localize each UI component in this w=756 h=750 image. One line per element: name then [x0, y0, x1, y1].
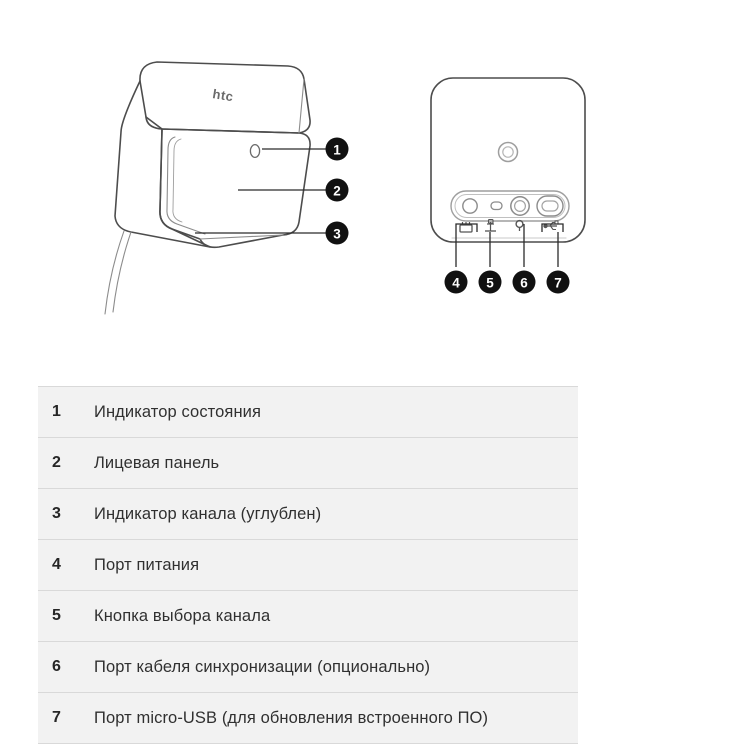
callout-badge-7: 7	[546, 270, 570, 294]
callout-badge-5: 5	[478, 270, 502, 294]
callout-badge-4: 4	[444, 270, 468, 294]
port-tray	[450, 190, 570, 222]
callout-badge-7-label: 7	[554, 276, 562, 291]
callout-badge-2-label: 2	[333, 184, 341, 199]
row-label: Порт micro-USB (для обновления встроенно…	[94, 692, 578, 744]
micro-usb-port-outer	[536, 195, 564, 217]
callout-badge-1: 1	[325, 137, 349, 161]
callout-badge-2: 2	[325, 178, 349, 202]
front-panel-bottom-seam	[199, 234, 284, 240]
row-number: 7	[38, 692, 94, 744]
svg-text:htc: htc	[212, 86, 235, 104]
row-number: 5	[38, 590, 94, 642]
left-device-drawing	[104, 61, 311, 315]
sync-port-icon	[515, 219, 524, 231]
table-row: 1 Индикатор состояния	[38, 386, 578, 438]
htc-logo: htc	[212, 86, 235, 104]
row-label: Кнопка выбора канала	[94, 590, 578, 642]
row-label: Порт питания	[94, 539, 578, 591]
row-number: 3	[38, 488, 94, 540]
right-callout-leaders	[455, 223, 564, 267]
callout-badge-5-label: 5	[486, 276, 494, 291]
row-number: 6	[38, 641, 94, 693]
power-port	[462, 198, 478, 214]
power-cable-strand-2	[104, 230, 125, 315]
sync-cable-port-outer	[510, 196, 530, 216]
leader-bracket-4	[455, 223, 478, 232]
device-right-crease	[298, 78, 305, 134]
sync-cable-port-inner	[513, 200, 526, 213]
right-device-drawing	[430, 77, 586, 243]
row-label: Порт кабеля синхронизации (опционально)	[94, 641, 578, 693]
callout-badge-4-label: 4	[452, 276, 460, 291]
callout-badge-3: 3	[325, 221, 349, 245]
status-led	[249, 143, 261, 159]
front-panel-bezel-2	[172, 138, 183, 223]
left-callout-leaders	[195, 148, 326, 234]
usb-icon	[543, 220, 559, 231]
table-row: 7 Порт micro-USB (для обновления встроен…	[38, 692, 578, 744]
device-top-face	[139, 61, 311, 134]
mounting-socket-inner	[502, 146, 514, 158]
row-number: 2	[38, 437, 94, 489]
row-number: 1	[38, 386, 94, 438]
power-cable-strand-1	[112, 231, 132, 313]
parts-legend-table: 1 Индикатор состояния 2 Лицевая панель 3…	[38, 386, 578, 744]
row-label: Лицевая панель	[94, 437, 578, 489]
mounting-socket-outer	[497, 141, 519, 163]
channel-button	[490, 201, 503, 211]
back-panel-body	[430, 77, 586, 243]
micro-usb-port-inner	[541, 200, 559, 212]
row-number: 4	[38, 539, 94, 591]
row-label: Индикатор канала (углублен)	[94, 488, 578, 540]
front-panel-bezel	[166, 136, 206, 235]
channel-button-icon	[485, 218, 496, 232]
leader-bracket-7	[541, 223, 564, 232]
callout-badge-3-label: 3	[333, 227, 341, 242]
port-tray-inner	[454, 194, 566, 218]
table-row: 3 Индикатор канала (углублен)	[38, 488, 578, 540]
device-front-face	[159, 128, 311, 249]
table-row: 5 Кнопка выбора канала	[38, 590, 578, 642]
device-illustration: htc 1 2 3	[0, 0, 756, 360]
table-row: 2 Лицевая панель	[38, 437, 578, 489]
parts-legend-body: 1 Индикатор состояния 2 Лицевая панель 3…	[38, 386, 578, 744]
table-row: 6 Порт кабеля синхронизации (опционально…	[38, 641, 578, 693]
callout-badge-6: 6	[512, 270, 536, 294]
callout-badge-1-label: 1	[333, 143, 341, 158]
row-label: Индикатор состояния	[94, 386, 578, 438]
callout-badge-6-label: 6	[520, 276, 528, 291]
table-row: 4 Порт питания	[38, 539, 578, 591]
